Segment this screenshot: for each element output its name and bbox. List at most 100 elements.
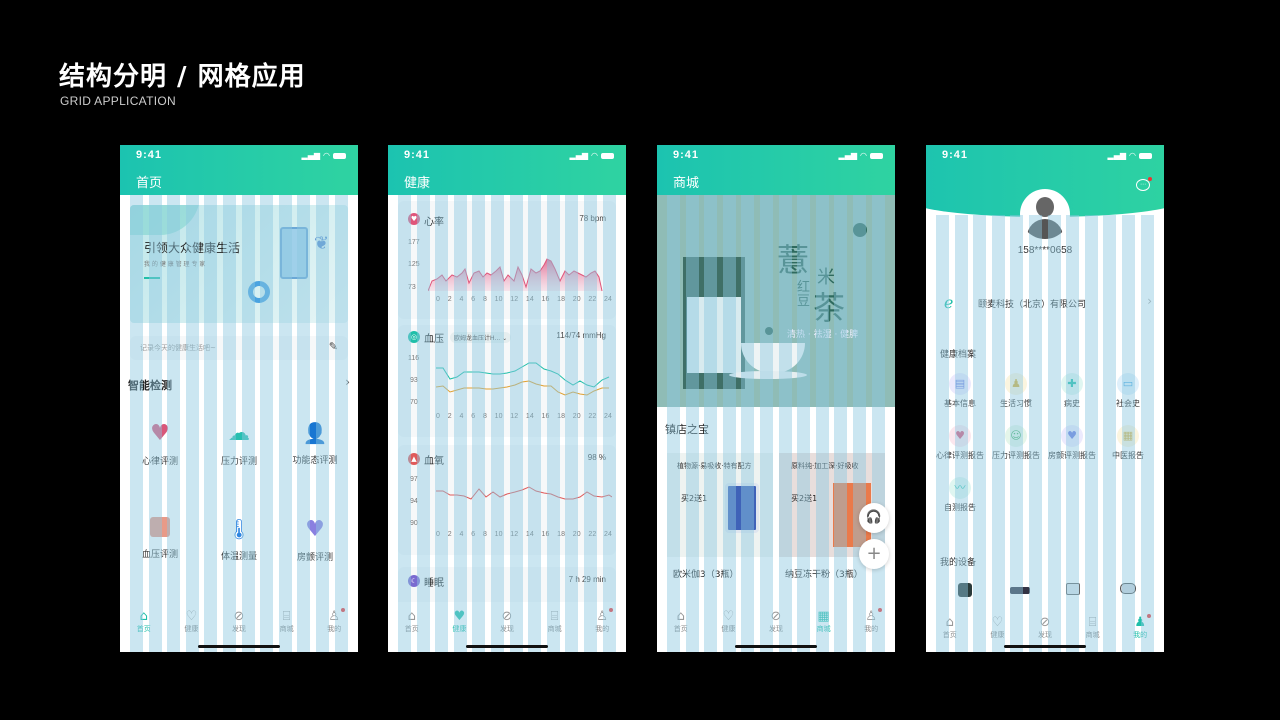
tab-me[interactable]: ♙我的 xyxy=(310,602,358,652)
banner-tagline: 清热 · 祛湿 · 健脾 xyxy=(787,330,859,340)
company-row[interactable]: ℯ 颐麦科技（北京）有限公司 › xyxy=(926,291,1164,315)
tab-discover[interactable]: ⊘发现 xyxy=(752,602,800,652)
add-button[interactable]: + xyxy=(859,539,889,569)
device-item[interactable] xyxy=(1120,583,1136,594)
tab-home[interactable]: ⌂首页 xyxy=(657,602,705,652)
home-indicator[interactable] xyxy=(735,645,817,648)
user-icon: ♟ xyxy=(1134,615,1146,630)
record-tcm-report[interactable]: ▦中医报告 xyxy=(1098,425,1158,461)
customer-service-button[interactable]: 🎧 xyxy=(859,503,889,533)
tab-store[interactable]: ⌸商城 xyxy=(531,602,579,652)
banner[interactable]: 引领大众健康生活 我 的 健 康 管 理 专 家 ❦ xyxy=(130,205,348,323)
notification-dot xyxy=(608,608,613,612)
tea-box xyxy=(683,257,745,389)
tab-bar: ⌂首页 ♡健康 ⊘发现 ▦商城 ♙我的 xyxy=(657,602,895,652)
watch-illustration xyxy=(248,281,270,303)
blood-pressure-item[interactable]: 血压评测 xyxy=(130,517,190,577)
record-af-report[interactable]: ♥房颤评测报告 xyxy=(1042,425,1102,461)
blood-pressure-card[interactable]: ◎ 血压 欧姆龙血压计H... ⌄ 114/74 mmHg 116 93 70 … xyxy=(398,325,616,437)
record-stress-report[interactable]: ☺压力评测报告 xyxy=(986,425,1046,461)
product-name: 欧米伽3（3瓶） xyxy=(673,570,739,580)
status-time: 9:41 xyxy=(404,149,431,161)
tab-home[interactable]: ⌂首页 xyxy=(926,608,974,652)
tab-health[interactable]: ♡健康 xyxy=(974,608,1022,652)
tab-health[interactable]: ♥健康 xyxy=(436,602,484,652)
record-input[interactable]: 记录今天的健康生活吧~ ✎ xyxy=(130,336,348,360)
chevron-down-icon: ⌄ xyxy=(502,335,508,342)
temperature-item[interactable]: 🌡 体温测量 xyxy=(209,517,269,577)
message-button[interactable]: ⋯ xyxy=(1136,177,1152,191)
blood-pressure-value: 114/74 mmHg xyxy=(556,331,606,340)
document-icon: ▤ xyxy=(949,373,971,395)
promo-banner[interactable]: 薏 米 红豆 茶 清热 · 祛湿 · 健脾 xyxy=(657,195,895,407)
tab-home[interactable]: ⌂首页 xyxy=(120,602,168,652)
wave-icon: 〰 xyxy=(949,477,971,499)
product-tag: 原料纯·加工深·好吸收 xyxy=(791,462,859,470)
tab-store[interactable]: ⌸商城 xyxy=(263,602,311,652)
tab-me[interactable]: ♙我的 xyxy=(578,602,626,652)
af-item[interactable]: ♥ 房颤评测 xyxy=(285,517,345,577)
record-medical-history[interactable]: ✚病史 xyxy=(1042,373,1102,409)
tab-me[interactable]: ♟我的 xyxy=(1116,608,1164,652)
product-card[interactable]: 植物源·易吸收·特有配方 买2送1 欧米伽3（3瓶） xyxy=(667,453,773,593)
device-item[interactable] xyxy=(1010,587,1030,594)
record-social-history[interactable]: ▭社会史 xyxy=(1098,373,1158,409)
edit-icon[interactable]: ✎ xyxy=(328,340,338,353)
tab-store[interactable]: ▦商城 xyxy=(800,602,848,652)
sleep-card[interactable]: ☾ 睡眠 7 h 29 min xyxy=(398,567,616,605)
avatar[interactable] xyxy=(1020,189,1070,239)
spo2-chart xyxy=(436,486,612,500)
leaf-icon: ⊘ xyxy=(770,609,782,624)
tab-store[interactable]: ⌸商城 xyxy=(1069,608,1117,652)
home-indicator[interactable] xyxy=(198,645,280,648)
stress-item[interactable]: ☁ 压力评测 xyxy=(209,421,269,481)
device-item[interactable] xyxy=(1066,583,1080,595)
heart-rhythm-item[interactable]: ♥ 心律评测 xyxy=(130,421,190,481)
phone-illustration xyxy=(280,227,308,279)
screen-title: 首页 xyxy=(136,176,163,191)
record-self-test[interactable]: 〰自测报告 xyxy=(930,477,990,513)
status-time: 9:41 xyxy=(673,149,700,161)
tab-bar: ⌂首页 ♥健康 ⊘发现 ⌸商城 ♙我的 xyxy=(388,602,626,652)
record-heart-report[interactable]: ♥心律评测报告 xyxy=(930,425,990,461)
tab-me[interactable]: ♙我的 xyxy=(847,602,895,652)
store-icon: ▦ xyxy=(817,609,830,624)
record-lifestyle[interactable]: ♟生活习惯 xyxy=(986,373,1046,409)
section-title: 智能检测 xyxy=(128,379,172,392)
product-bottle xyxy=(725,483,759,533)
tab-discover[interactable]: ⊘发现 xyxy=(483,602,531,652)
blood-pressure-chart xyxy=(436,362,610,396)
battery-icon xyxy=(1139,152,1152,159)
user-icon: ♙ xyxy=(596,609,608,624)
records-title: 健康档案 xyxy=(940,350,977,360)
tab-discover[interactable]: ⊘发现 xyxy=(1021,608,1069,652)
tab-health[interactable]: ♡健康 xyxy=(705,602,753,652)
home-indicator[interactable] xyxy=(466,645,548,648)
chevron-right-icon: › xyxy=(1147,294,1152,308)
section-more-chevron-icon[interactable]: › xyxy=(345,375,350,389)
heart-af-icon: ♥ xyxy=(1061,425,1083,447)
banner-dot-top xyxy=(853,223,867,237)
record-basic-info[interactable]: ▤基本信息 xyxy=(930,373,990,409)
tab-health[interactable]: ♡健康 xyxy=(168,602,216,652)
device-item[interactable] xyxy=(958,583,972,597)
function-state-item[interactable]: 👤 功能态评测 xyxy=(285,421,345,481)
heart-pulse-icon: ♡ xyxy=(722,609,735,624)
brain-icon: ☁ xyxy=(228,421,250,446)
plant-illustration: ❦ xyxy=(314,233,330,254)
phone-profile: 9:41 ▂▄▆◠ ⋯ 158****0658 ℯ 颐麦科技（北京）有限公司 ›… xyxy=(926,145,1164,652)
tab-home[interactable]: ⌂首页 xyxy=(388,602,436,652)
product-promo: 买2送1 xyxy=(681,494,708,503)
header-bar: 9:41 ▂▄▆◠ 首页 xyxy=(120,145,358,195)
device-selector[interactable]: 欧姆龙血压计H... ⌄ xyxy=(450,332,512,343)
status-icons: ▂▄▆◠ xyxy=(302,151,346,160)
banner-small: 红豆 xyxy=(797,280,811,309)
heart-pulse-icon: ♡ xyxy=(185,609,198,624)
tab-discover[interactable]: ⊘发现 xyxy=(215,602,263,652)
person-board-icon: ♟ xyxy=(1005,373,1027,395)
home-indicator[interactable] xyxy=(1004,645,1086,648)
